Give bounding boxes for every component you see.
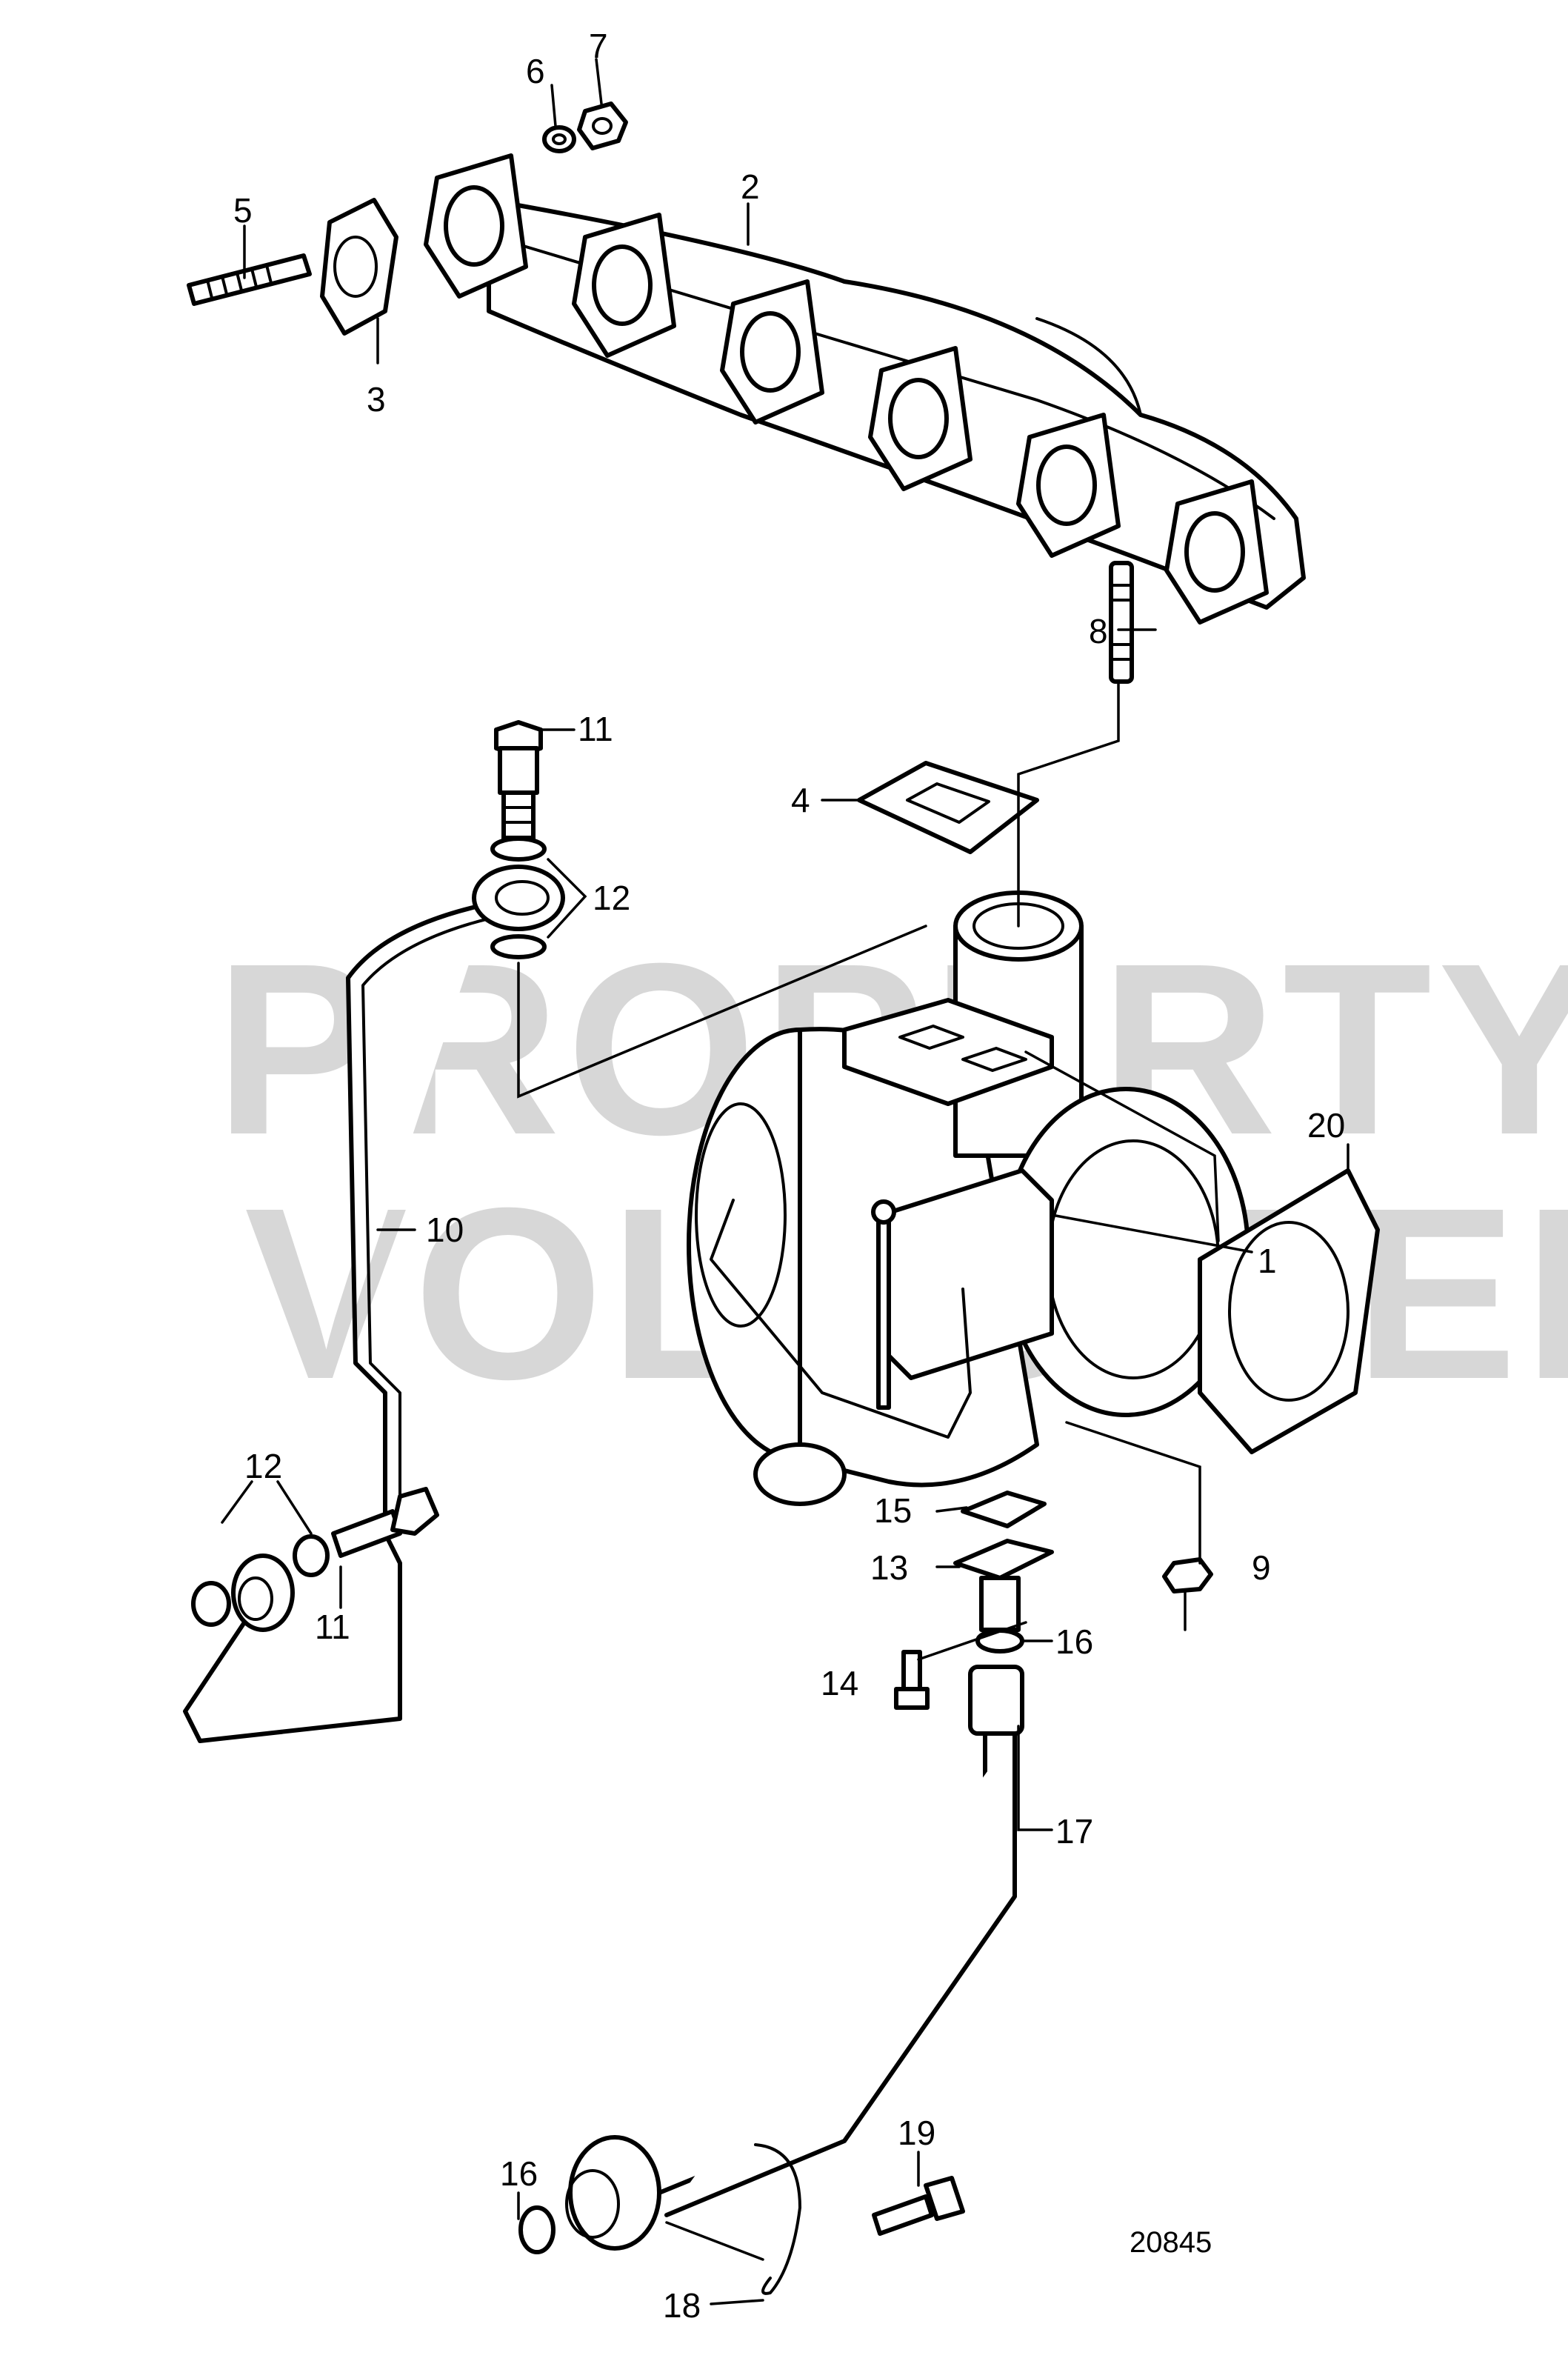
sealing-ring-bottom-2 (293, 1534, 330, 1577)
callout-14: 14 (821, 1664, 858, 1702)
screw-14 (894, 1650, 930, 1710)
callout-16-top: 16 (1055, 1622, 1093, 1661)
washer-6 (542, 125, 576, 153)
callout-11-bottom: 11 (315, 1608, 350, 1646)
callout-3: 3 (367, 380, 386, 419)
callout-19: 19 (898, 2114, 935, 2152)
manifold-gasket (320, 198, 398, 336)
leader-lines (221, 58, 1350, 2305)
turbocharger (687, 890, 1250, 1506)
stud-8 (1109, 561, 1134, 684)
nut-9 (1162, 1557, 1213, 1594)
banjo-bolt-top (494, 720, 543, 854)
callout-12-top: 12 (593, 879, 630, 917)
callout-9: 9 (1252, 1548, 1271, 1587)
manifold-flange-4 (868, 346, 973, 491)
callout-20: 20 (1307, 1106, 1345, 1145)
callout-1: 1 (1258, 1242, 1277, 1280)
banjo-bolt-bottom (331, 1487, 439, 1558)
manifold-flange-5 (1016, 413, 1121, 558)
callout-4: 4 (791, 781, 810, 819)
screw-19 (872, 2176, 965, 2236)
oil-return-pipe (565, 1665, 1024, 2251)
callout-11-top: 11 (578, 710, 613, 748)
callouts: 1 2 3 4 5 6 7 8 9 10 11 11 12 12 13 14 1… (233, 27, 1345, 2325)
stud-5 (187, 253, 312, 306)
manifold-flange-2 (572, 213, 676, 358)
oil-return-gasket (961, 1491, 1047, 1528)
callout-5: 5 (233, 191, 253, 230)
manifold-flange-3 (720, 279, 824, 424)
o-ring-bottom (518, 2205, 556, 2254)
callout-13: 13 (870, 1548, 908, 1587)
o-ring-top (975, 1628, 1024, 1654)
callout-15: 15 (874, 1491, 912, 1530)
callout-6: 6 (526, 52, 545, 90)
manifold-flange-1 (424, 153, 528, 299)
sealing-ring-top-1 (490, 836, 547, 862)
callout-2: 2 (741, 167, 760, 206)
nut-7 (577, 101, 628, 150)
turbo-flange-gasket (857, 761, 1039, 854)
exhaust-manifold (424, 153, 1306, 625)
callout-17: 17 (1055, 1812, 1093, 1851)
callout-18: 18 (663, 2286, 701, 2325)
manifold-flange-6 (1164, 479, 1269, 625)
callout-16-bottom: 16 (500, 2154, 538, 2193)
callout-7: 7 (589, 27, 608, 65)
oil-return-flange (953, 1539, 1054, 1632)
oil-feed-pipe (183, 865, 565, 1743)
callout-10: 10 (426, 1211, 464, 1249)
clamp-18 (754, 2143, 801, 2295)
sealing-ring-bottom-1 (191, 1581, 231, 1627)
sealing-ring-top-2 (490, 934, 547, 959)
callout-12-bottom: 12 (244, 1447, 282, 1485)
drawing-number: 20845 (1130, 2226, 1212, 2259)
callout-8: 8 (1089, 612, 1108, 650)
